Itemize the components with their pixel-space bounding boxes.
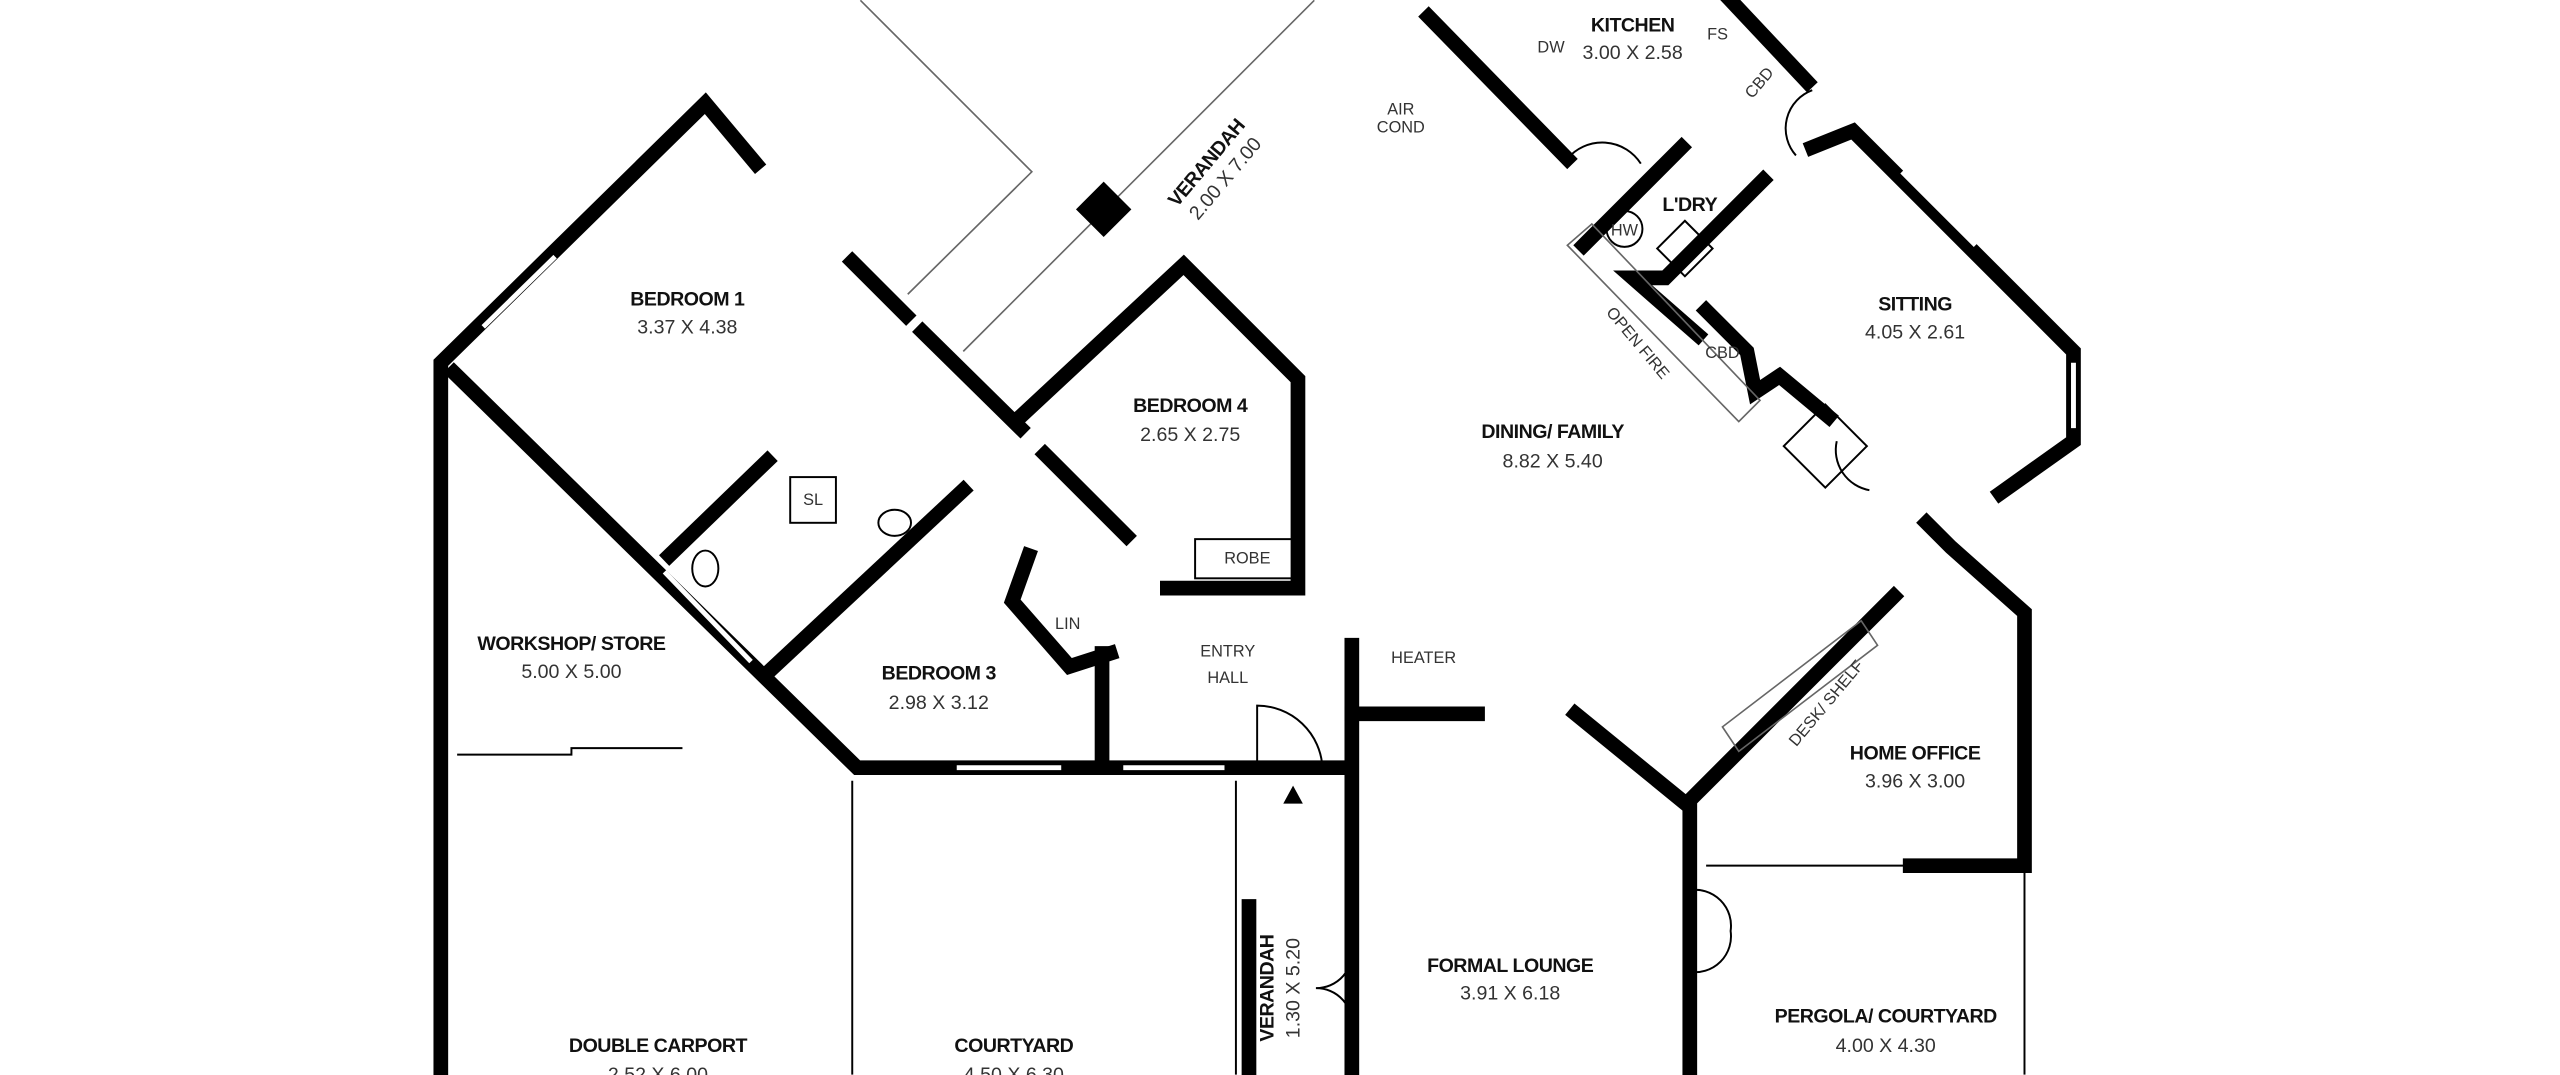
room-size: 5.00 X 5.00 [521,661,621,683]
air-cond-label-2: COND [1377,119,1425,137]
room-dining-family: DINING/ FAMILY 8.82 X 5.40 [1481,421,1624,472]
room-verandah-side: VERANDAH 1.30 X 5.20 [1256,935,1304,1042]
room-name: DINING/ FAMILY [1481,421,1624,443]
room-name: BEDROOM 3 [882,663,997,685]
room-name: PERGOLA/ COURTYARD [1775,1005,1998,1027]
room-workshop-store: WORKSHOP/ STORE 5.00 X 5.00 [477,633,666,683]
room-size: 8.82 X 5.40 [1503,450,1603,472]
room-kitchen: KITCHEN 3.00 X 2.58 [1583,14,1683,64]
room-laundry: L'DRY [1662,194,1717,216]
room-name-line2: HALL [1207,669,1248,687]
kitchen-cupboard-label: CBD [1742,64,1778,102]
skylight-label: SL [803,491,823,509]
sitting-cupboard-label: CBD [1705,344,1739,362]
room-bedroom-4: BEDROOM 4 2.65 X 2.75 [1133,395,1248,446]
room-name: COURTYARD [954,1035,1073,1057]
skylight [789,476,837,524]
robe-label: ROBE [1224,550,1270,568]
room-size: 2.98 X 3.12 [889,692,989,714]
room-pergola-courtyard: PERGOLA/ COURTYARD 4.00 X 4.30 [1775,1005,1998,1056]
room-name: KITCHEN [1591,14,1675,36]
room-home-office: HOME OFFICE 3.96 X 3.00 [1850,743,1981,793]
linen-label: LIN [1055,615,1080,633]
room-bedroom-1: BEDROOM 1 3.37 X 4.38 [630,289,745,339]
room-size: 2.52 X 6.00 [608,1064,708,1075]
room-size: 4.00 X 4.30 [1836,1035,1936,1057]
room-name-line1: ENTRY [1200,643,1255,661]
hot-water-label: HW [1611,221,1639,239]
room-sitting: SITTING 4.05 X 2.61 [1865,294,1965,344]
room-size: 3.37 X 4.38 [637,316,737,338]
air-cond-label-1: AIR [1387,101,1414,119]
room-size: 3.91 X 6.18 [1460,983,1560,1005]
room-verandah-top: VERANDAH 2.00 X 7.00 [1164,115,1266,224]
walls [433,0,2081,1075]
room-size: 3.96 X 3.00 [1865,770,1965,792]
room-courtyard: COURTYARD 4.50 X 6.30 [954,1035,1074,1075]
fixtures [691,209,1879,753]
room-formal-lounge: FORMAL LOUNGE 3.91 X 6.18 [1427,955,1594,1005]
room-bedroom-3: BEDROOM 3 2.98 X 3.12 [882,663,997,714]
dishwasher-label: DW [1537,39,1565,57]
room-double-carport: DOUBLE CARPORT 2.52 X 6.00 [569,1035,748,1075]
windows [481,170,2076,771]
room-name: VERANDAH [1256,935,1278,1042]
doors [1256,89,1870,1030]
room-size: 3.00 X 2.58 [1583,42,1683,64]
fridge-space-label: FS [1707,26,1728,44]
heater-label: HEATER [1391,649,1456,667]
room-name: BEDROOM 4 [1133,395,1248,417]
fixture-labels: FS DW CBD AIR COND HW CBD OPEN FIRE SL R… [803,26,1867,750]
boundary-lines [457,0,2026,1075]
room-name: DOUBLE CARPORT [569,1035,748,1057]
room-name: HOME OFFICE [1850,743,1981,765]
room-size: 4.50 X 6.30 [964,1064,1064,1075]
room-entry-hall: ENTRY HALL [1200,643,1255,687]
room-size: 2.65 X 2.75 [1140,424,1240,446]
room-size: 1.30 X 5.20 [1283,938,1305,1038]
room-name: SITTING [1878,294,1952,316]
room-name: WORKSHOP/ STORE [477,633,666,655]
room-name: BEDROOM 1 [630,289,745,311]
room-name: FORMAL LOUNGE [1427,955,1594,977]
room-size: 4.05 X 2.61 [1865,321,1965,343]
